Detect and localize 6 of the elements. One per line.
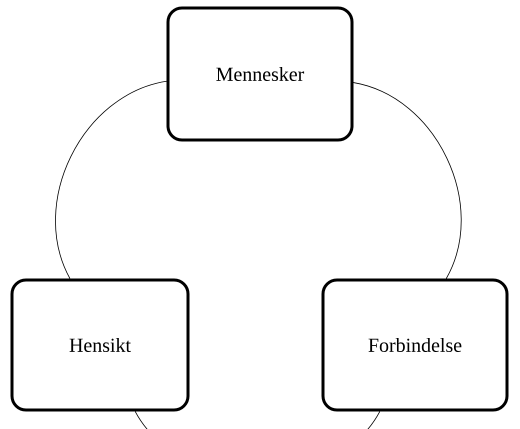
rounded-box: Mennesker <box>166 6 354 142</box>
rounded-box: Forbindelse <box>322 278 508 412</box>
connector-arc <box>55 80 167 279</box>
connector-arc <box>134 411 380 429</box>
rounded-box: Hensikt <box>10 278 190 412</box>
connector-arc <box>353 82 462 279</box>
